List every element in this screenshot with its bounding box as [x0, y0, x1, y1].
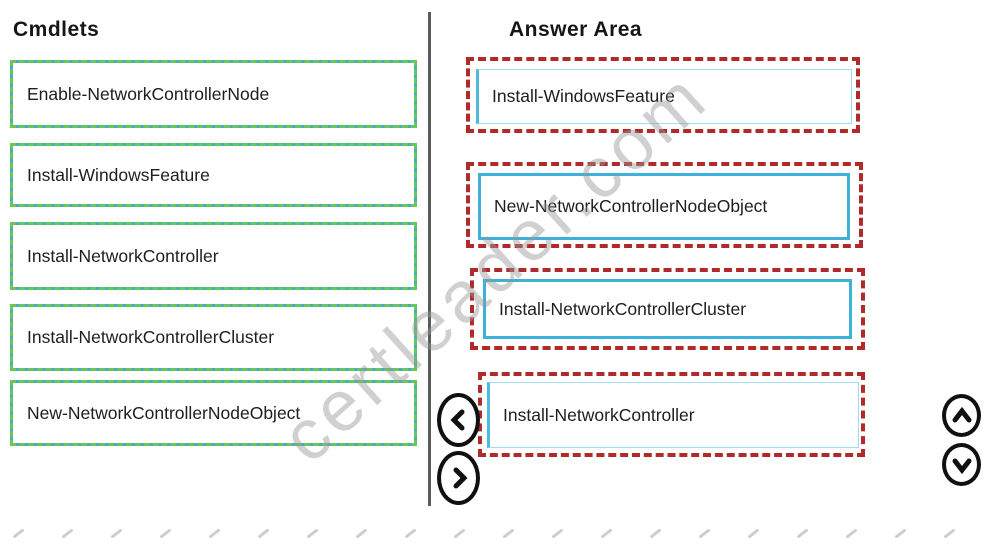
answer-slot[interactable]: Install-NetworkController — [478, 372, 865, 457]
chevron-right-icon — [447, 464, 471, 492]
answer-slot-value[interactable]: Install-NetworkController — [487, 382, 859, 448]
answer-area-title: Answer Area — [509, 18, 643, 41]
bottom-tick-row — [0, 524, 986, 544]
answer-slot-value[interactable]: New-NetworkControllerNodeObject — [478, 173, 850, 240]
cmdlet-item[interactable]: Install-NetworkControllerCluster — [10, 304, 417, 371]
cmdlet-item[interactable]: New-NetworkControllerNodeObject — [10, 380, 417, 446]
answer-slot-value[interactable]: Install-NetworkControllerCluster — [483, 279, 852, 339]
cmdlet-item-label: Install-NetworkControllerCluster — [27, 327, 275, 347]
answer-slot-value[interactable]: Install-WindowsFeature — [476, 69, 852, 124]
chevron-up-icon — [950, 405, 974, 427]
cmdlet-item-label: Install-NetworkController — [27, 245, 219, 266]
answer-slot[interactable]: Install-NetworkControllerCluster — [470, 268, 865, 350]
move-down-button[interactable] — [942, 443, 981, 486]
move-up-button[interactable] — [942, 394, 981, 437]
cmdlet-item[interactable]: Enable-NetworkControllerNode — [10, 60, 417, 128]
panel-divider — [428, 12, 431, 506]
answer-slot[interactable]: New-NetworkControllerNodeObject — [466, 162, 863, 248]
chevron-down-icon — [950, 454, 974, 476]
cmdlet-item-label: Install-WindowsFeature — [27, 164, 210, 185]
move-right-button[interactable] — [437, 451, 480, 505]
move-left-button[interactable] — [437, 393, 480, 447]
cmdlet-item[interactable]: Install-WindowsFeature — [10, 143, 417, 207]
cmdlet-item-label: New-NetworkControllerNodeObject — [27, 402, 301, 423]
cmdlets-panel-title: Cmdlets — [13, 18, 100, 41]
chevron-left-icon — [447, 406, 471, 434]
cmdlet-item-label: Enable-NetworkControllerNode — [27, 83, 270, 104]
answer-slot[interactable]: Install-WindowsFeature — [466, 57, 860, 133]
cmdlet-item[interactable]: Install-NetworkController — [10, 222, 417, 290]
